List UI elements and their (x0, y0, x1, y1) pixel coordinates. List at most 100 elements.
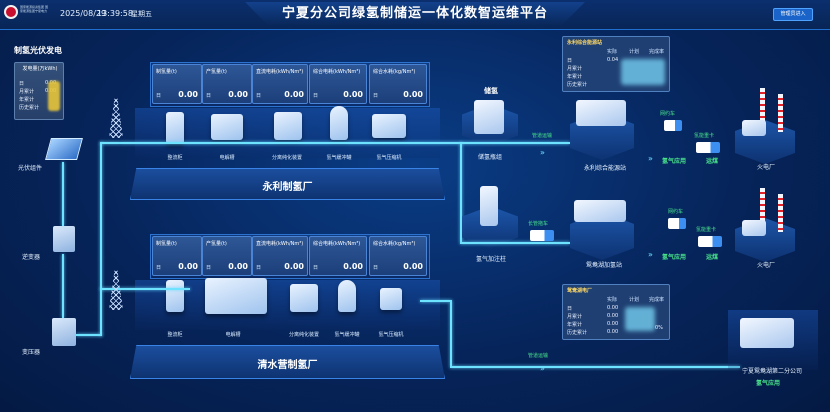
station2-transport: 运煤 (706, 254, 719, 261)
storage-label: 储氢瓶组 (477, 154, 502, 161)
equip-label: 整流柜 (167, 155, 183, 161)
stat-day: 日 (313, 265, 319, 271)
station1-obscured-values (621, 59, 665, 85)
plant2-base (130, 345, 445, 379)
pipe-line (460, 142, 570, 144)
power-company-icon (740, 318, 794, 348)
pipe-line (62, 254, 64, 318)
rectifier-cabinet-icon (166, 280, 184, 312)
stat-day: 日 (156, 265, 162, 271)
pv-panel-icon (45, 138, 83, 160)
info-row-label: 年累计 (567, 74, 583, 80)
equip-label: 氢气缓冲罐 (326, 155, 352, 161)
stat-day: 日 (206, 93, 212, 99)
stat-value: 0.00 (178, 90, 198, 99)
header-bar (0, 0, 830, 30)
logo-text: 国家能源投资集团 国家能源集团宁夏电力 (20, 5, 48, 13)
col-rate: 完成率 (649, 297, 665, 303)
transmission-tower-icon (109, 98, 123, 138)
station1-car1-label: 网约车 (660, 111, 676, 117)
flow-arrow-icon: » (540, 364, 545, 373)
tube-trailer-label: 长管拖车 (528, 221, 549, 227)
rectifier-cabinet-icon (166, 112, 184, 144)
equip-label: 分离纯化装置 (288, 332, 319, 338)
compressor-icon (380, 288, 402, 310)
plant1-stat-card: 直流电耗(kWh/Nm³) 日 0.00 (252, 64, 308, 104)
compressor-icon (372, 114, 406, 138)
plant2-stat-card: 综合水耗(kg/Nm³) 日 0.00 (369, 236, 427, 276)
page-title: 宁夏分公司绿氢制储运一体化数智运维平台 (245, 2, 585, 26)
station3-info-card: 鸳鸯湖电厂 实际 计划 完成率 日 0.00 月累计 0.00 年累计 0.00… (562, 284, 670, 340)
stat-title: 综合水耗(kg/Nm³) (373, 69, 416, 75)
stat-day: 日 (206, 265, 212, 271)
chimney-icon (760, 188, 765, 232)
transmission-tower-icon (109, 270, 123, 310)
refuel-label: 氢气加注柱 (475, 256, 506, 263)
info-row-value: 0.00 (607, 329, 619, 335)
stat-day: 日 (156, 93, 162, 99)
info-row-label: 日 (567, 58, 573, 64)
station1-transport: 运煤 (706, 158, 719, 165)
plant2-stat-card: 产氢量(t) 日 0.00 (202, 236, 252, 276)
stat-day: 日 (256, 265, 262, 271)
purification-unit-icon (274, 112, 302, 140)
plant1-stat-card: 综合电耗(kWh/Nm³) 日 0.00 (309, 64, 367, 104)
stat-value: 0.00 (284, 90, 304, 99)
pipe-line (100, 142, 102, 336)
station3-rate: 0% (655, 325, 663, 331)
station1-info-card: 永利综合能源站 实际 计划 完成率 日 0.04 月累计 年累计 历史累计 (562, 36, 670, 92)
equip-label: 电解槽 (219, 155, 235, 161)
equip-label: 分离纯化装置 (271, 155, 302, 161)
equip-label: 氢气压缩机 (378, 332, 404, 338)
stat-value: 0.00 (343, 262, 363, 271)
info-row-value: 0.00 (607, 321, 619, 327)
pipe-line (460, 142, 462, 242)
plant2-stat-card: 综合电耗(kWh/Nm³) 日 0.00 (309, 236, 367, 276)
station3-obscured-values (625, 307, 655, 331)
station2-power-plant: 火电厂 (756, 262, 775, 269)
stat-day: 日 (373, 93, 379, 99)
header-weekday: 星期五 (131, 10, 152, 18)
station1-car2-label: 氢能重卡 (694, 133, 715, 139)
flow-arrow-icon: » (540, 148, 545, 157)
pv-generation-card: 发电量(万kWh) 日 0.00 月累计 0.00 年累计 历史累计 (14, 62, 64, 120)
stat-title: 产氢量(t) (206, 69, 227, 75)
tube-trailer-icon (530, 230, 554, 241)
equip-label: 氢气缓冲罐 (334, 332, 360, 338)
pipe-line (120, 288, 190, 290)
transformer-icon (52, 318, 76, 346)
pv-obscured-values (48, 81, 60, 111)
station1-usage: 氢气应用 (662, 158, 687, 165)
pipe-line (100, 288, 120, 290)
stat-title: 综合水耗(kg/Nm³) (373, 241, 416, 247)
hydrogen-truck-icon (696, 142, 720, 153)
stat-day: 日 (313, 93, 319, 99)
plant2-stat-card: 直流电耗(kWh/Nm³) 日 0.00 (252, 236, 308, 276)
pv-row-label: 年累计 (19, 97, 35, 103)
station2-building-icon (574, 200, 626, 222)
info-row-label: 月累计 (567, 314, 583, 320)
inverter-icon (53, 226, 75, 252)
info-row-label: 历史累计 (567, 82, 588, 88)
stat-title: 直流电耗(kWh/Nm³) (256, 241, 304, 247)
stat-title: 制氢量(t) (156, 241, 177, 247)
station1-name: 永利综合能源站 (583, 165, 626, 172)
stat-value: 0.00 (284, 262, 304, 271)
stat-day: 日 (256, 93, 262, 99)
pipe-line (450, 366, 740, 368)
admin-enter-button[interactable]: 管理员进入 (773, 8, 813, 21)
plant1-stat-card: 产氢量(t) 日 0.00 (202, 64, 252, 104)
plant1-stat-card: 综合水耗(kg/Nm³) 日 0.00 (369, 64, 427, 104)
stat-value: 0.00 (343, 90, 363, 99)
pv-card-title: 发电量(万kWh) (22, 66, 58, 72)
pipe-line (62, 162, 64, 226)
pipe-line (76, 334, 102, 336)
col-actual: 实际 (607, 297, 618, 303)
ride-hailing-car-icon (668, 218, 686, 229)
info-row-value: 0.00 (607, 313, 619, 319)
info-row-label: 月累计 (567, 66, 583, 72)
equip-label: 电解槽 (225, 332, 241, 338)
stat-value: 0.00 (228, 262, 248, 271)
pipeline-label: 管道运输 (532, 133, 553, 139)
station1-power-plant: 火电厂 (756, 164, 775, 171)
